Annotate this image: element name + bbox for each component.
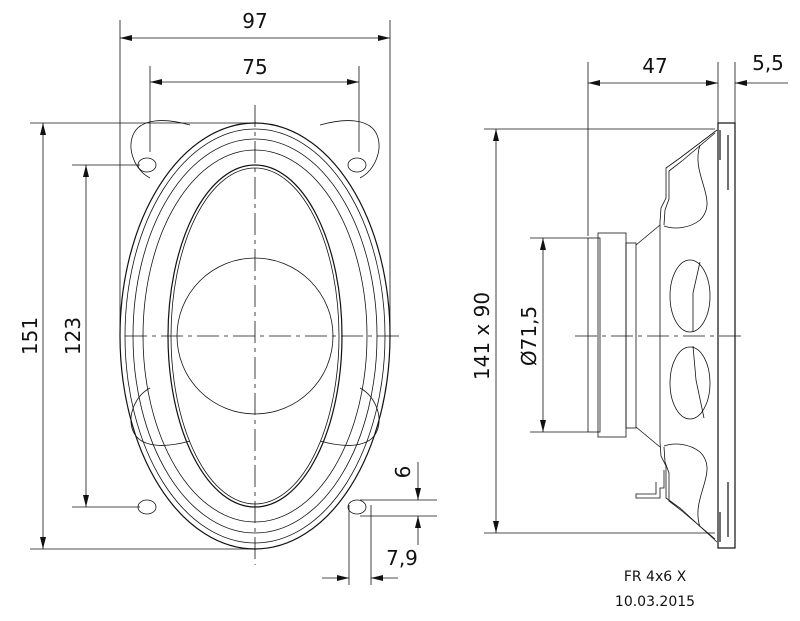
dim-depth: 47	[642, 54, 667, 78]
basket-window	[669, 259, 711, 333]
top-plate	[625, 242, 637, 429]
magnet-backplate	[587, 237, 601, 433]
model-label: FR 4x6 X	[624, 569, 687, 585]
frame-flange	[717, 122, 736, 549]
title-block: FR 4x6 X 10.03.2015	[615, 569, 695, 610]
basket	[659, 129, 718, 543]
date-label: 10.03.2015	[615, 594, 695, 610]
dim-outer-height: 151	[18, 317, 42, 355]
dim-hole-spacing-height: 123	[61, 317, 85, 355]
dim-hole-length: 7,9	[386, 546, 418, 570]
terminal	[635, 470, 665, 499]
dim-flange-thickness: 5,5	[752, 51, 784, 75]
dim-cutout: 141 x 90	[470, 292, 494, 380]
mounting-hole	[137, 157, 157, 173]
mounting-hole	[347, 499, 367, 515]
basket-window	[669, 346, 711, 420]
dim-hole-spacing-width: 75	[242, 55, 267, 79]
dim-magnet-diameter: Ø71,5	[517, 306, 541, 366]
dim-hole-width: 6	[391, 466, 415, 479]
mounting-hole	[137, 499, 157, 515]
mounting-hole	[347, 157, 367, 173]
side-view: 47 5,5 141 x 90 Ø71,5	[470, 51, 788, 549]
dim-outer-width: 97	[242, 9, 267, 33]
magnet	[597, 232, 627, 438]
front-view: 97 75 151 123 6 7,9	[18, 9, 437, 585]
